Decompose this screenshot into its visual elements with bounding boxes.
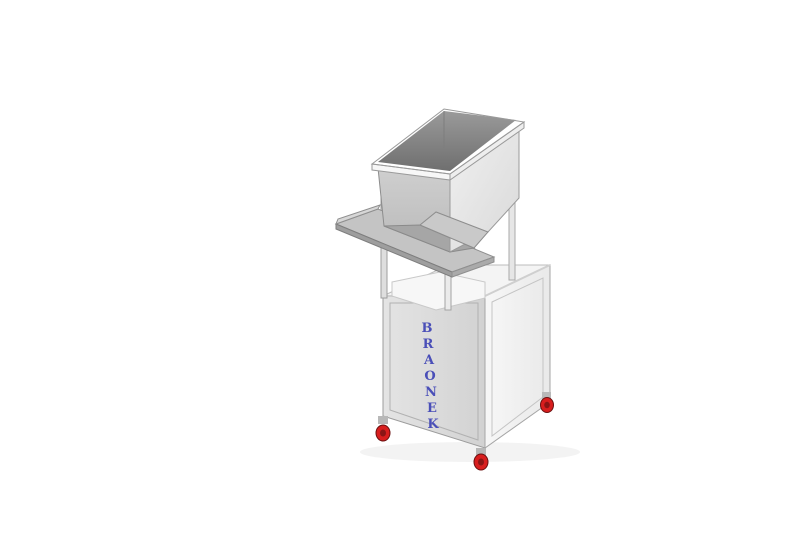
brand-letter-6: E <box>427 401 437 416</box>
brand-letter-5: N <box>425 385 437 400</box>
cabinet-side-edge <box>484 264 551 297</box>
tray-right-lip <box>451 256 495 278</box>
caster-back-right <box>540 392 554 413</box>
brand-letter-1: B <box>422 321 433 336</box>
caster-front-left <box>375 416 391 442</box>
brand-logo: B R A O N E K <box>422 321 440 432</box>
hopper-interior <box>378 111 516 171</box>
hopper-outlet <box>419 211 489 249</box>
brand-letter-3: A <box>423 353 435 368</box>
brand-letter-7: K <box>427 417 439 432</box>
tray-left-lip <box>335 204 381 225</box>
floor-shadow <box>360 442 580 462</box>
hopper <box>370 108 526 253</box>
brand-letter-4: O <box>424 369 435 384</box>
discharge-tray <box>334 204 496 278</box>
brand-letter-2: R <box>423 337 434 352</box>
caster-front-right <box>473 448 489 471</box>
cabinet <box>382 264 551 449</box>
hopper-rim-back <box>370 108 526 175</box>
